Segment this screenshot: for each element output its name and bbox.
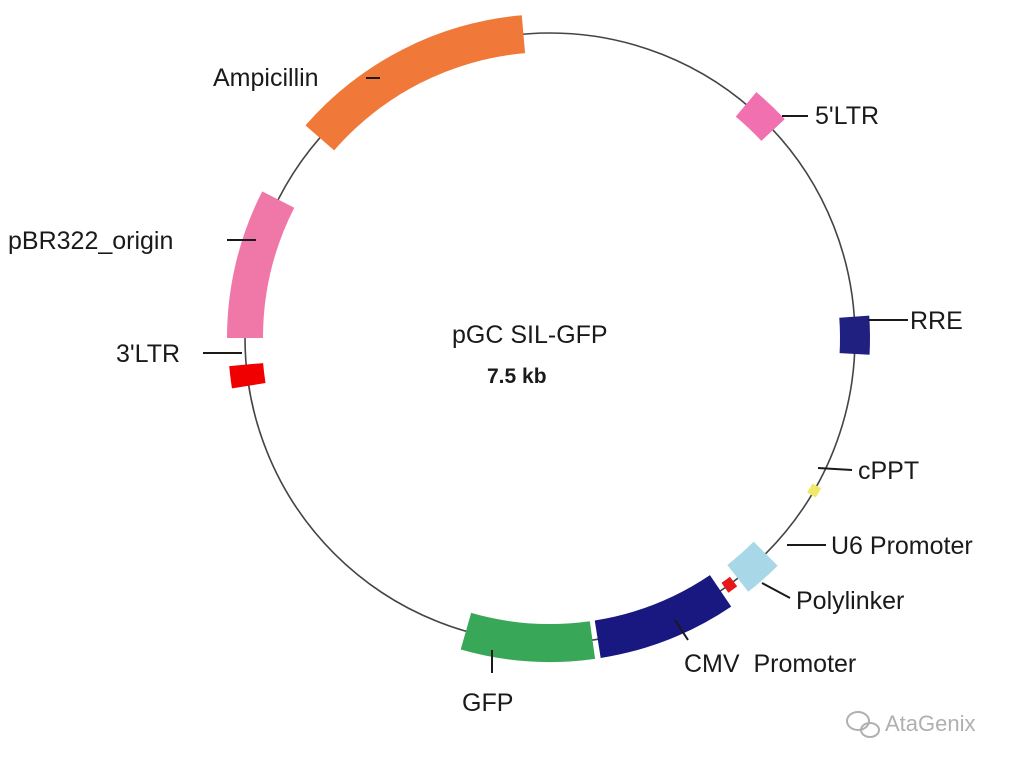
plasmid-name: pGC SIL-GFP [452,321,608,349]
wechat-icon [846,711,880,738]
feature-arc-gfp [460,612,596,662]
feature-arc-cppt [807,483,822,498]
label-cmv-promoter: CMV Promoter [684,650,856,678]
plasmid-size: 7.5 kb [487,365,547,388]
leader-polylinker [761,582,791,599]
label-five-ltr: 5'LTR [815,102,879,130]
label-ampicillin: Ampicillin [213,64,319,92]
label-three-ltr: 3'LTR [116,340,180,368]
label-rre: RRE [910,307,963,335]
leader-lines [203,77,908,673]
feature-labels: Ampicillin 5'LTR RRE cPPT U6 Promoter Po… [8,64,973,717]
feature-arc-polylinker [721,576,738,593]
watermark: AtaGenix [846,711,976,738]
watermark-text: AtaGenix [885,711,976,736]
label-cppt: cPPT [858,457,919,485]
leader-cppt [817,467,853,471]
leader-cmv-promoter [674,619,689,641]
feature-arcs [227,15,870,662]
feature-arc-rre [839,315,870,355]
label-u6-promoter: U6 Promoter [831,532,973,560]
feature-arc-pbr322-origin [227,191,295,338]
label-pbr322-origin: pBR322_origin [8,227,173,255]
feature-arc-u6-promoter [727,541,778,592]
feature-arc-ampicillin [305,15,526,151]
feature-arc-five-ltr [735,92,785,141]
feature-arc-cmv-promoter [594,575,732,659]
label-polylinker: Polylinker [796,587,904,615]
feature-arc-three-ltr [229,363,266,389]
label-gfp: GFP [462,689,513,717]
